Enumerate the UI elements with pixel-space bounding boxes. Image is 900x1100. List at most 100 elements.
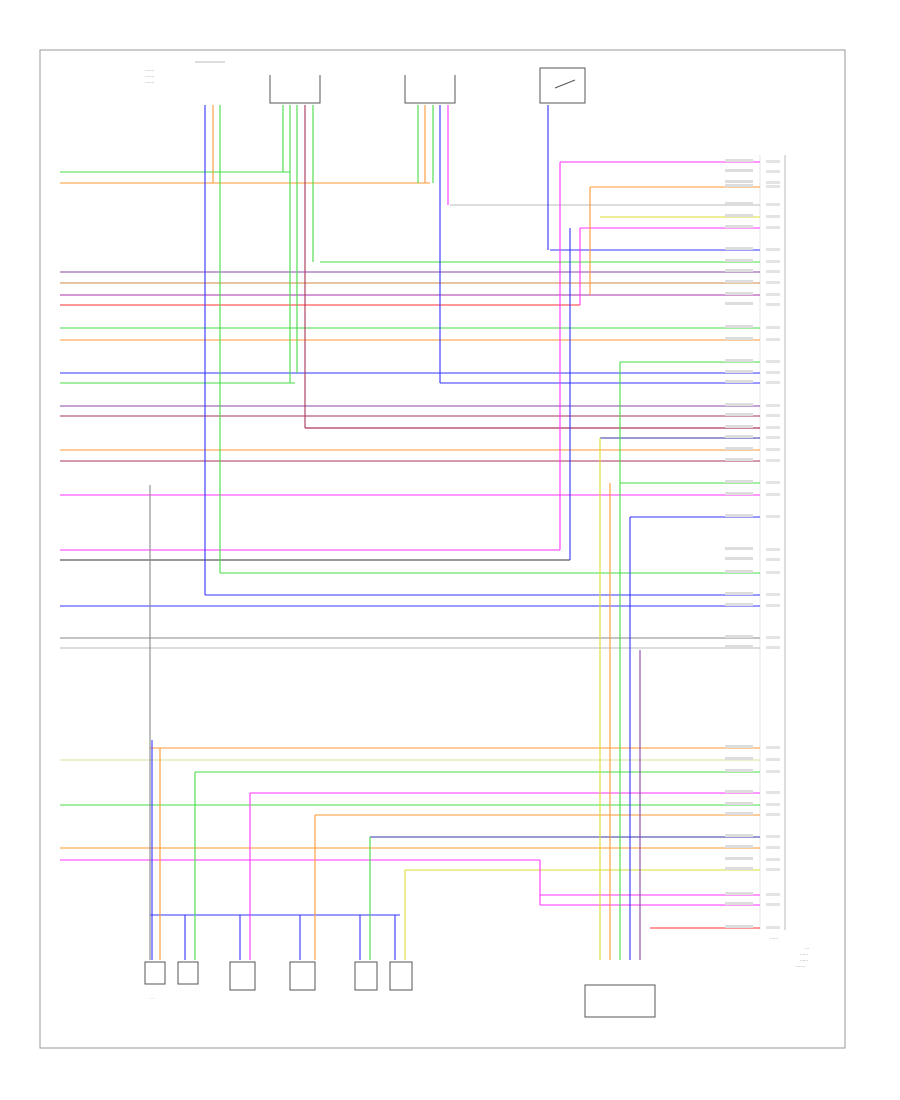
pin-number-mark bbox=[766, 448, 780, 451]
wire-label-mark bbox=[725, 325, 753, 328]
wire-label-mark bbox=[725, 857, 753, 860]
pin-number-mark bbox=[766, 571, 780, 574]
svg-text:·······: ······· bbox=[145, 68, 154, 73]
pin-number-mark bbox=[766, 604, 780, 607]
pin-number-mark bbox=[766, 436, 780, 439]
pin-number-mark bbox=[766, 791, 780, 794]
pin-number-mark bbox=[766, 281, 780, 284]
pin-number-mark bbox=[766, 215, 780, 218]
wire-label-mark bbox=[725, 925, 753, 928]
pin-number-mark bbox=[766, 326, 780, 329]
wire-label-mark bbox=[725, 547, 753, 550]
svg-text:·······: ······· bbox=[145, 80, 154, 85]
top-switch bbox=[539, 67, 586, 104]
wire-label-mark bbox=[725, 603, 753, 606]
pin-number-mark bbox=[766, 481, 780, 484]
pin-number-mark bbox=[766, 646, 780, 649]
wire-label-mark bbox=[725, 592, 753, 595]
fuel-injector-6 bbox=[389, 961, 413, 991]
wire-label-mark bbox=[725, 492, 753, 495]
pin-number-mark bbox=[766, 926, 780, 929]
wire-label-mark bbox=[725, 259, 753, 262]
throttle-control-module bbox=[584, 984, 656, 1018]
wire-label-mark bbox=[725, 169, 753, 172]
fuel-injector-2 bbox=[229, 961, 256, 991]
pin-number-mark bbox=[766, 226, 780, 229]
pin-number-mark bbox=[766, 758, 780, 761]
pin-number-mark bbox=[766, 426, 780, 429]
wire-group-horizontal bbox=[60, 161, 760, 929]
wire-label-mark bbox=[725, 480, 753, 483]
wire-label-mark bbox=[725, 514, 753, 517]
pin-number-mark bbox=[766, 459, 780, 462]
wire-label-mark bbox=[725, 570, 753, 573]
wire-label-mark bbox=[725, 425, 753, 428]
fuel-injector-1: · · bbox=[144, 961, 166, 1001]
wire-label-mark bbox=[725, 380, 753, 383]
pin-number-mark bbox=[766, 813, 780, 816]
wire-label-mark bbox=[725, 214, 753, 217]
svg-text:········: ········ bbox=[795, 964, 806, 969]
wire-label-mark bbox=[725, 225, 753, 228]
top-sensor-3 bbox=[404, 75, 456, 104]
pin-number-mark bbox=[766, 558, 780, 561]
pin-number-mark bbox=[766, 414, 780, 417]
svg-text:···: ··· bbox=[805, 946, 809, 951]
wire-label-mark bbox=[725, 769, 753, 772]
pin-number-mark bbox=[766, 803, 780, 806]
wire-label-mark bbox=[725, 184, 753, 187]
pin-number-mark bbox=[766, 515, 780, 518]
wire-label-mark bbox=[725, 812, 753, 815]
top-sensor-1: ······· ······· ······· bbox=[145, 61, 225, 85]
fuel-injector-5 bbox=[354, 961, 378, 991]
pin-number-mark bbox=[766, 338, 780, 341]
wire-label-mark bbox=[725, 413, 753, 416]
pin-number-mark bbox=[766, 203, 780, 206]
pin-number-mark bbox=[766, 260, 780, 263]
wire-label-mark bbox=[725, 247, 753, 250]
wire-label-mark bbox=[725, 790, 753, 793]
pin-number-mark bbox=[766, 181, 780, 184]
wire-label-mark bbox=[725, 202, 753, 205]
pin-number-mark bbox=[766, 846, 780, 849]
wire-label-mark bbox=[725, 902, 753, 905]
pin-number-mark bbox=[766, 170, 780, 173]
wire-label-mark bbox=[725, 280, 753, 283]
wire-group-vertical bbox=[149, 105, 641, 960]
svg-text:······: ······ bbox=[800, 952, 808, 957]
wire-label-mark bbox=[725, 159, 753, 162]
pin-number-mark bbox=[766, 404, 780, 407]
fuel-injector-3 bbox=[289, 961, 316, 991]
svg-text:· ·: · · bbox=[150, 996, 154, 1001]
pin-number-mark bbox=[766, 858, 780, 861]
pin-number-mark bbox=[766, 548, 780, 551]
pin-number-mark bbox=[766, 371, 780, 374]
pin-number-mark bbox=[766, 903, 780, 906]
top-sensor-2 bbox=[269, 75, 321, 104]
wire-label-mark bbox=[725, 458, 753, 461]
wire-label-mark bbox=[725, 447, 753, 450]
wire-label-mark bbox=[725, 370, 753, 373]
pin-number-mark bbox=[766, 270, 780, 273]
pin-number-mark bbox=[766, 360, 780, 363]
pin-number-mark bbox=[766, 636, 780, 639]
pin-number-mark bbox=[766, 248, 780, 251]
pin-number-mark bbox=[766, 303, 780, 306]
pin-number-mark bbox=[766, 493, 780, 496]
wire-label-mark bbox=[725, 337, 753, 340]
pin-number-mark bbox=[766, 593, 780, 596]
wire-label-mark bbox=[725, 302, 753, 305]
wire-label-mark bbox=[725, 757, 753, 760]
wire-label-mark bbox=[725, 269, 753, 272]
pin-number-mark bbox=[766, 893, 780, 896]
wire-label-mark bbox=[725, 435, 753, 438]
wire-label-mark bbox=[725, 834, 753, 837]
pin-number-mark bbox=[766, 160, 780, 163]
pin-number-mark bbox=[766, 770, 780, 773]
pin-number-mark bbox=[766, 868, 780, 871]
wire-label-mark bbox=[725, 802, 753, 805]
wire-label-mark bbox=[725, 359, 753, 362]
wire-label-mark bbox=[725, 180, 753, 183]
wire-label-mark bbox=[725, 892, 753, 895]
svg-text:······: ······ bbox=[800, 958, 808, 963]
